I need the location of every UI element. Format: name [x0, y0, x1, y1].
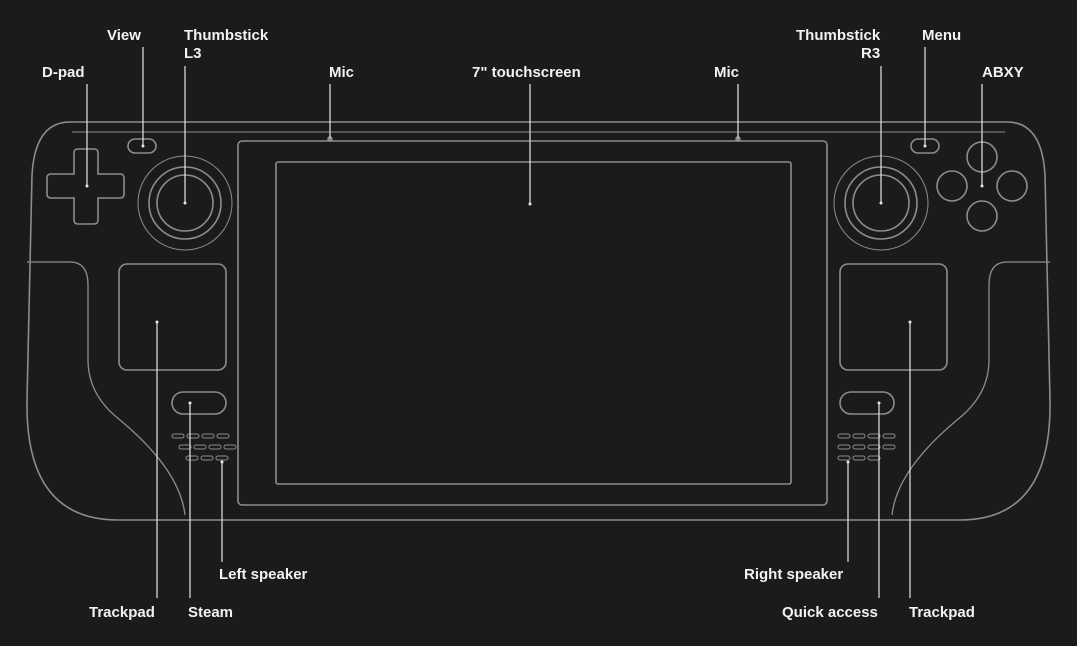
label-touchscreen: 7" touchscreen: [472, 64, 581, 81]
label-mic-left: Mic: [329, 64, 355, 81]
device-body: [26, 121, 1051, 521]
steam-button: [171, 391, 227, 415]
trackpad-left: [118, 263, 227, 371]
label-thumbstick-r3: Thumbstick R3: [796, 27, 881, 62]
label-steam: Steam: [188, 604, 234, 621]
label-dpad: D-pad: [42, 64, 85, 81]
right-grip-edge: [891, 261, 1050, 516]
label-abxy: ABXY: [982, 64, 1024, 81]
label-quick-access: Quick access: [782, 604, 878, 621]
label-view: View: [107, 27, 141, 44]
quick-access-button: [839, 391, 895, 415]
label-right-speaker: Right speaker: [744, 566, 844, 583]
trackpad-right: [839, 263, 948, 371]
button-b: [996, 170, 1028, 202]
right-speaker-grille: [837, 433, 896, 461]
label-trackpad-left: Trackpad: [89, 604, 155, 621]
label-menu: Menu: [922, 27, 962, 44]
label-trackpad-right: Trackpad: [909, 604, 975, 621]
label-mic-right: Mic: [714, 64, 740, 81]
view-button: [127, 138, 157, 154]
touchscreen-display: [275, 161, 792, 485]
button-x: [936, 170, 968, 202]
label-left-speaker: Left speaker: [219, 566, 308, 583]
label-thumbstick-l3: Thumbstick L3: [184, 27, 269, 62]
dpad: [46, 148, 125, 225]
button-a: [966, 200, 998, 232]
left-speaker-grille: [171, 433, 237, 461]
screen-bezel: [237, 140, 828, 506]
left-grip-edge: [27, 261, 186, 516]
